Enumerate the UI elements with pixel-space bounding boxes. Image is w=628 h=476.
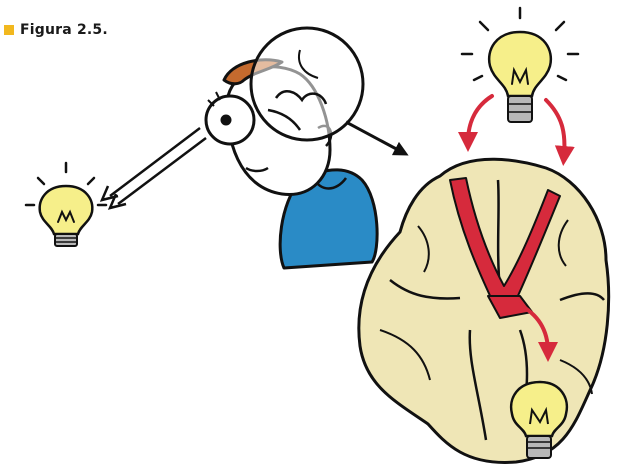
gaze-arrows bbox=[99, 127, 207, 210]
person-shirt bbox=[278, 168, 379, 270]
input-arrows bbox=[458, 94, 575, 166]
magnifier-icon bbox=[249, 26, 409, 156]
left-light-bulb-icon bbox=[24, 161, 108, 247]
figure-caption: Figura 2.5. bbox=[4, 22, 108, 38]
brain-icon bbox=[357, 157, 611, 464]
output-arrow bbox=[517, 302, 558, 362]
eye-icon bbox=[204, 91, 256, 146]
bottom-light-bulb-icon bbox=[509, 380, 569, 459]
visual-pathway bbox=[449, 177, 561, 301]
caption-marker bbox=[4, 25, 14, 35]
figure-label: Figura 2.5. bbox=[20, 22, 108, 38]
top-light-bulb-icon bbox=[460, 6, 580, 123]
brain-outline bbox=[357, 157, 611, 464]
